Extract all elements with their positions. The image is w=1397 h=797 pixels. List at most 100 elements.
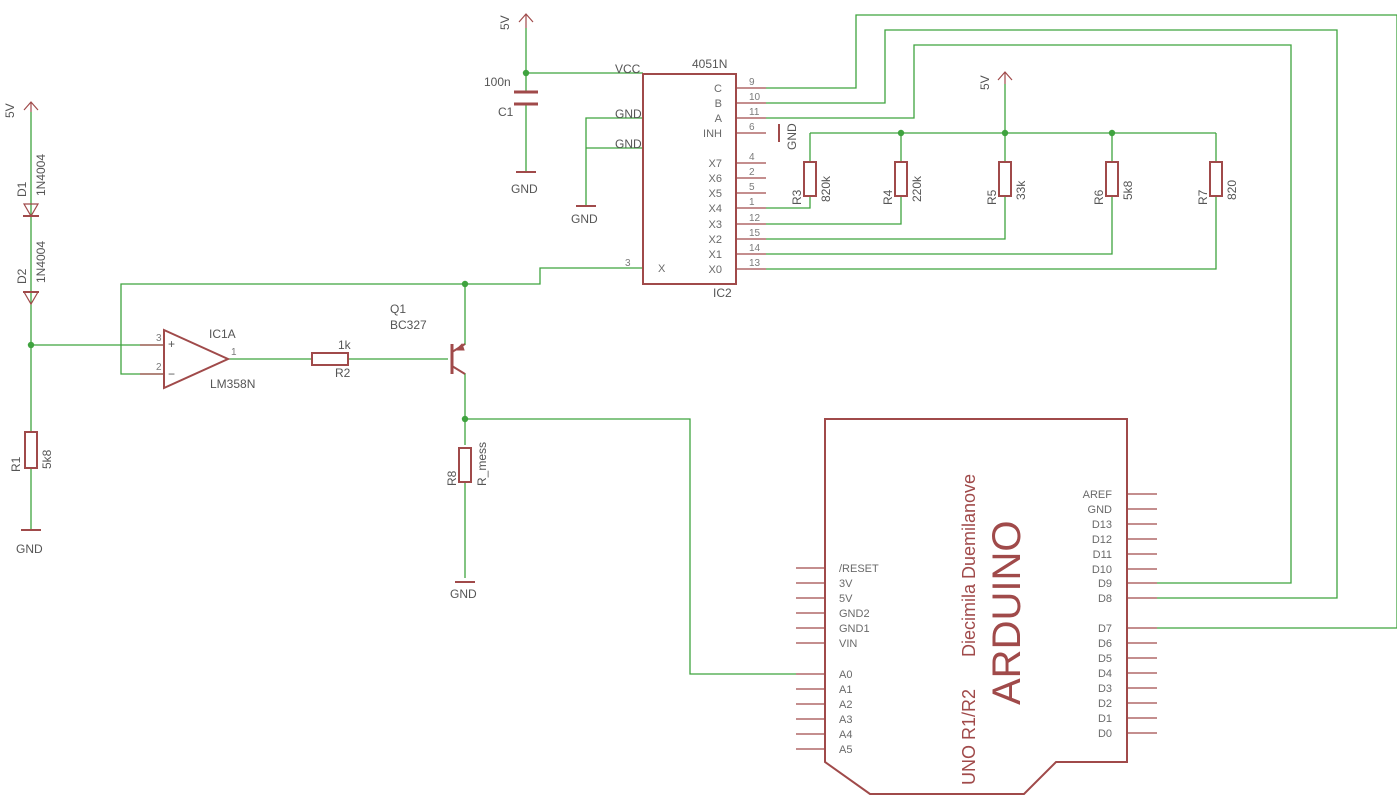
gnd-symbol-mux: GND <box>571 205 598 226</box>
opamp-ref: IC1A <box>209 327 236 341</box>
supply-cap: 5V <box>498 13 534 30</box>
gnd-symbol-inh: GND <box>778 123 799 150</box>
resistor-r5: R5 33k <box>985 161 1028 205</box>
resistor-r8: R8 R_mess <box>445 442 489 486</box>
diode-d2-value: 1N4004 <box>34 241 48 283</box>
arduino-left-pin-label: A0 <box>839 669 852 681</box>
arduino-right-pin-label: GND <box>1088 504 1113 516</box>
svg-text:C1: C1 <box>498 105 514 119</box>
resistor-r3: R3 820k <box>790 161 833 205</box>
svg-text:220k: 220k <box>910 175 924 202</box>
arduino-right-pin-label: D2 <box>1098 698 1112 710</box>
svg-text:5V: 5V <box>3 103 17 118</box>
mux-pin-number: 2 <box>749 167 755 178</box>
mux-pin-name: X7 <box>709 158 722 170</box>
arduino-left-pin-label: GND1 <box>839 623 870 635</box>
arduino-left-pin-label: VIN <box>839 638 857 650</box>
svg-text:R4: R4 <box>881 189 895 205</box>
opamp-ic1a: 3 2 1 + − IC1A LM358N <box>140 327 255 391</box>
arduino-right-pin-label: D1 <box>1098 713 1112 725</box>
supply-left: 5V <box>3 101 39 118</box>
mux-value: 4051N <box>692 57 727 71</box>
arduino-right-pin-label: D13 <box>1092 519 1112 531</box>
mux-pin-name: X1 <box>709 249 722 261</box>
svg-text:1: 1 <box>231 347 237 358</box>
arduino-right-pin-label: D10 <box>1092 564 1112 576</box>
svg-text:R5: R5 <box>985 189 999 205</box>
svg-text:GND: GND <box>511 182 538 196</box>
svg-text:3: 3 <box>625 258 631 269</box>
mux-pin-number: 12 <box>749 213 761 224</box>
diode-d2: D2 1N4004 <box>15 241 48 306</box>
resistor-r7: R7 820 <box>1196 161 1239 205</box>
mux-pin-name: X4 <box>709 203 722 215</box>
svg-text:820: 820 <box>1225 180 1239 200</box>
arduino-subtitle: Diecimila Duemilanove <box>959 474 979 657</box>
svg-text:−: − <box>168 367 175 381</box>
mux-pin-name: X6 <box>709 173 722 185</box>
arduino-left-pin-label: A3 <box>839 714 852 726</box>
svg-text:R8: R8 <box>445 470 459 486</box>
arduino-left-pin-label: 3V <box>839 578 853 590</box>
mux-pin-name: X3 <box>709 219 722 231</box>
diode-d2-ref: D2 <box>15 268 29 284</box>
arduino-right-pin-label: D6 <box>1098 638 1112 650</box>
svg-text:1k: 1k <box>338 338 352 352</box>
svg-text:GND: GND <box>16 542 43 556</box>
transistor-q1: Q1 BC327 <box>390 302 466 375</box>
arduino-right-pin-label: D4 <box>1098 668 1112 680</box>
diode-d1-value: 1N4004 <box>34 154 48 196</box>
opamp-value: LM358N <box>210 377 255 391</box>
resistor-r4: R4 220k <box>881 161 924 205</box>
gnd-symbol-r1: GND <box>16 529 43 556</box>
mux-pin-name: X2 <box>709 234 722 246</box>
mux-pin-name: X5 <box>709 188 722 200</box>
transistor-ref: Q1 <box>390 302 406 316</box>
svg-text:R7: R7 <box>1196 189 1210 205</box>
arduino-right-pin-label: D11 <box>1093 549 1112 561</box>
svg-text:X: X <box>658 263 666 275</box>
junctions <box>27 69 1116 423</box>
svg-text:GND: GND <box>785 123 799 150</box>
svg-text:5V: 5V <box>498 15 512 30</box>
svg-text:GND: GND <box>450 587 477 601</box>
mux-pin-number: 11 <box>749 107 760 118</box>
svg-text:5V: 5V <box>978 75 992 90</box>
mux-ic2: 4051N IC2 VCC GND GND X 3 C9B10A11INH6X7… <box>615 57 766 300</box>
arduino-right-pin-label: D9 <box>1098 578 1112 590</box>
mux-pin-number: 4 <box>749 152 755 163</box>
arduino-right-pin-label: D3 <box>1098 683 1112 695</box>
arduino-left-pin-label: A5 <box>839 744 852 756</box>
arduino-right-pin-label: AREF <box>1083 489 1113 501</box>
mux-pin-name: INH <box>703 128 722 140</box>
arduino-left-pin-label: 5V <box>839 593 853 605</box>
arduino-left-pin-label: A1 <box>839 684 852 696</box>
arduino-subtitle-2: UNO R1/R2 <box>959 689 979 785</box>
arduino-left-pin-label: A2 <box>839 699 852 711</box>
svg-text:R_mess: R_mess <box>475 442 489 486</box>
arduino-right-pin-label: D8 <box>1098 593 1112 605</box>
diode-d1-ref: D1 <box>15 181 29 197</box>
arduino-left-pin-label: GND2 <box>839 608 870 620</box>
mux-pin-name: C <box>714 83 722 95</box>
transistor-value: BC327 <box>390 318 427 332</box>
arduino-right-pin-label: D7 <box>1098 623 1112 635</box>
svg-text:+: + <box>168 337 175 351</box>
svg-text:820k: 820k <box>819 175 833 202</box>
mux-pin-number: 1 <box>749 197 755 208</box>
mux-pin-number: 9 <box>749 77 755 88</box>
resistor-r1: R1 5k8 <box>9 431 54 472</box>
mux-pin-number: 10 <box>749 92 761 103</box>
gnd-symbol-c1: GND <box>511 171 538 196</box>
wires <box>30 14 1397 675</box>
arduino-left-pin-label: A4 <box>839 729 852 741</box>
arduino-right-pin-label: D12 <box>1092 534 1112 546</box>
mux-pin-number: 15 <box>749 228 761 239</box>
capacitor-c1: 100n C1 <box>484 75 538 119</box>
diode-d1: D1 1N4004 <box>15 154 48 218</box>
svg-text:VCC: VCC <box>615 62 641 76</box>
